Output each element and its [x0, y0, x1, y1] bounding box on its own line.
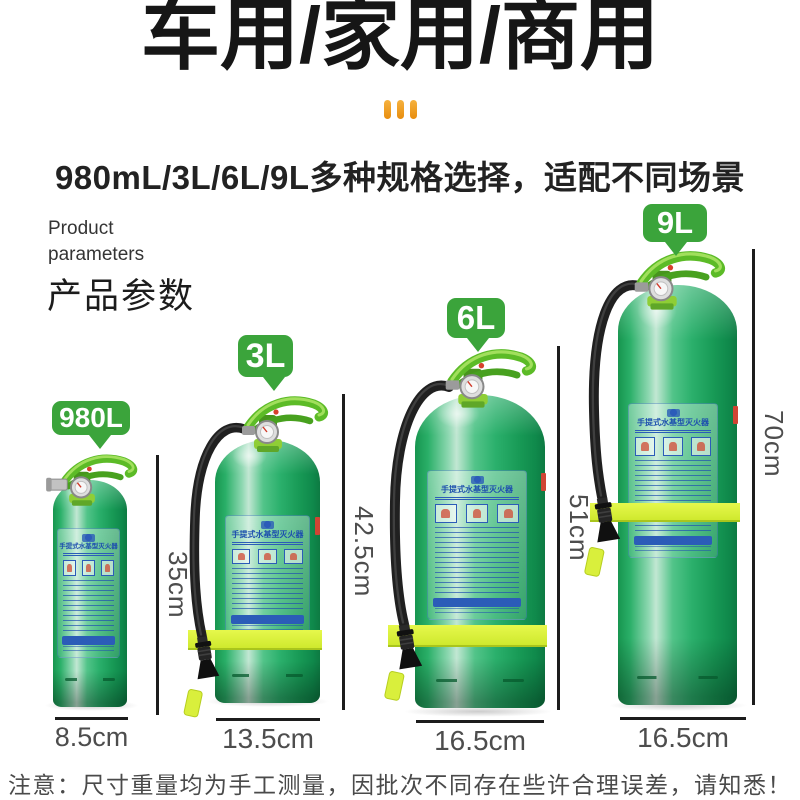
bottle-label: 手提式水基型灭火器 — [427, 470, 527, 620]
hose-band — [590, 503, 740, 522]
extinguisher-head-graphic — [183, 396, 329, 718]
size-badge: 980L — [52, 401, 130, 449]
height-dimension-line — [752, 249, 755, 705]
width-dimension-line — [620, 717, 746, 720]
size-badge: 3L — [238, 335, 293, 391]
product-3l: 3L 手提式水基型灭火器 42.5cm 13.5cm — [180, 328, 379, 758]
bottle-shadow — [608, 700, 748, 711]
label-pictograms — [63, 560, 114, 577]
bottle-label-title: 手提式水基型灭火器 — [441, 485, 513, 494]
width-dimension-label: 8.5cm — [54, 722, 129, 752]
hose-band — [388, 625, 547, 647]
section-label-en: Product parameters — [48, 216, 144, 267]
height-dimension-label: 42.5cm — [349, 506, 379, 598]
extinguisher-head-graphic — [384, 349, 537, 701]
red-seal-tab — [541, 473, 546, 491]
extinguisher-head-graphic — [584, 251, 726, 577]
height-dimension-line — [156, 455, 159, 715]
bottle-label-title: 手提式水基型灭火器 — [59, 543, 118, 550]
extinguisher-head-graphic — [46, 454, 138, 506]
width-dimension-line — [416, 720, 544, 723]
size-badge: 6L — [447, 298, 505, 352]
width-dimension-label: 13.5cm — [222, 723, 314, 754]
bottle-label: 手提式水基型灭火器 — [57, 528, 120, 658]
product-9l: 9L 手提式水基型灭火器 70cm 16.5cm — [584, 200, 800, 765]
page-title: 车用/家用/商用 — [141, 0, 659, 79]
label-pictograms — [635, 437, 711, 457]
product-980ml: 980L 手提式水基型灭火器 35cm 8.5cm — [38, 395, 193, 765]
bottle-label: 手提式水基型灭火器 — [628, 403, 718, 558]
bottle-label-title: 手提式水基型灭火器 — [637, 418, 709, 427]
label-pictograms — [232, 549, 303, 564]
page-subtitle: 980mL/3L/6L/9L多种规格选择，适配不同场景 — [54, 159, 746, 196]
section-label-en-line2: parameters — [48, 243, 145, 265]
red-seal-tab — [733, 406, 738, 424]
label-pictograms — [434, 504, 520, 523]
size-badge: 9L — [643, 204, 707, 256]
section-label-en-line1: Product — [48, 218, 114, 239]
width-dimension-label: 16.5cm — [637, 722, 729, 753]
height-dimension-label: 35cm — [163, 551, 193, 619]
bottle-shadow — [403, 706, 553, 717]
measurement-note: 注意：尺寸重量均为手工测量，因批次不同存在些许合理误差，请知悉！ — [8, 772, 792, 798]
width-dimension-label: 16.5cm — [434, 725, 526, 756]
hose-band — [188, 630, 322, 650]
height-dimension-line — [342, 394, 345, 710]
width-dimension-line — [55, 717, 128, 720]
section-label-zh: 产品参数 — [47, 277, 196, 316]
height-dimension-label: 70cm — [759, 410, 789, 478]
triple-bar-icon — [0, 100, 800, 122]
width-dimension-line — [216, 718, 320, 721]
product-6l: 6L 手提式水基型灭火器 51cm 16.5cm — [384, 293, 594, 763]
red-seal-tab — [315, 517, 320, 535]
bottle-label-title: 手提式水基型灭火器 — [231, 530, 304, 539]
height-dimension-line — [557, 346, 560, 710]
